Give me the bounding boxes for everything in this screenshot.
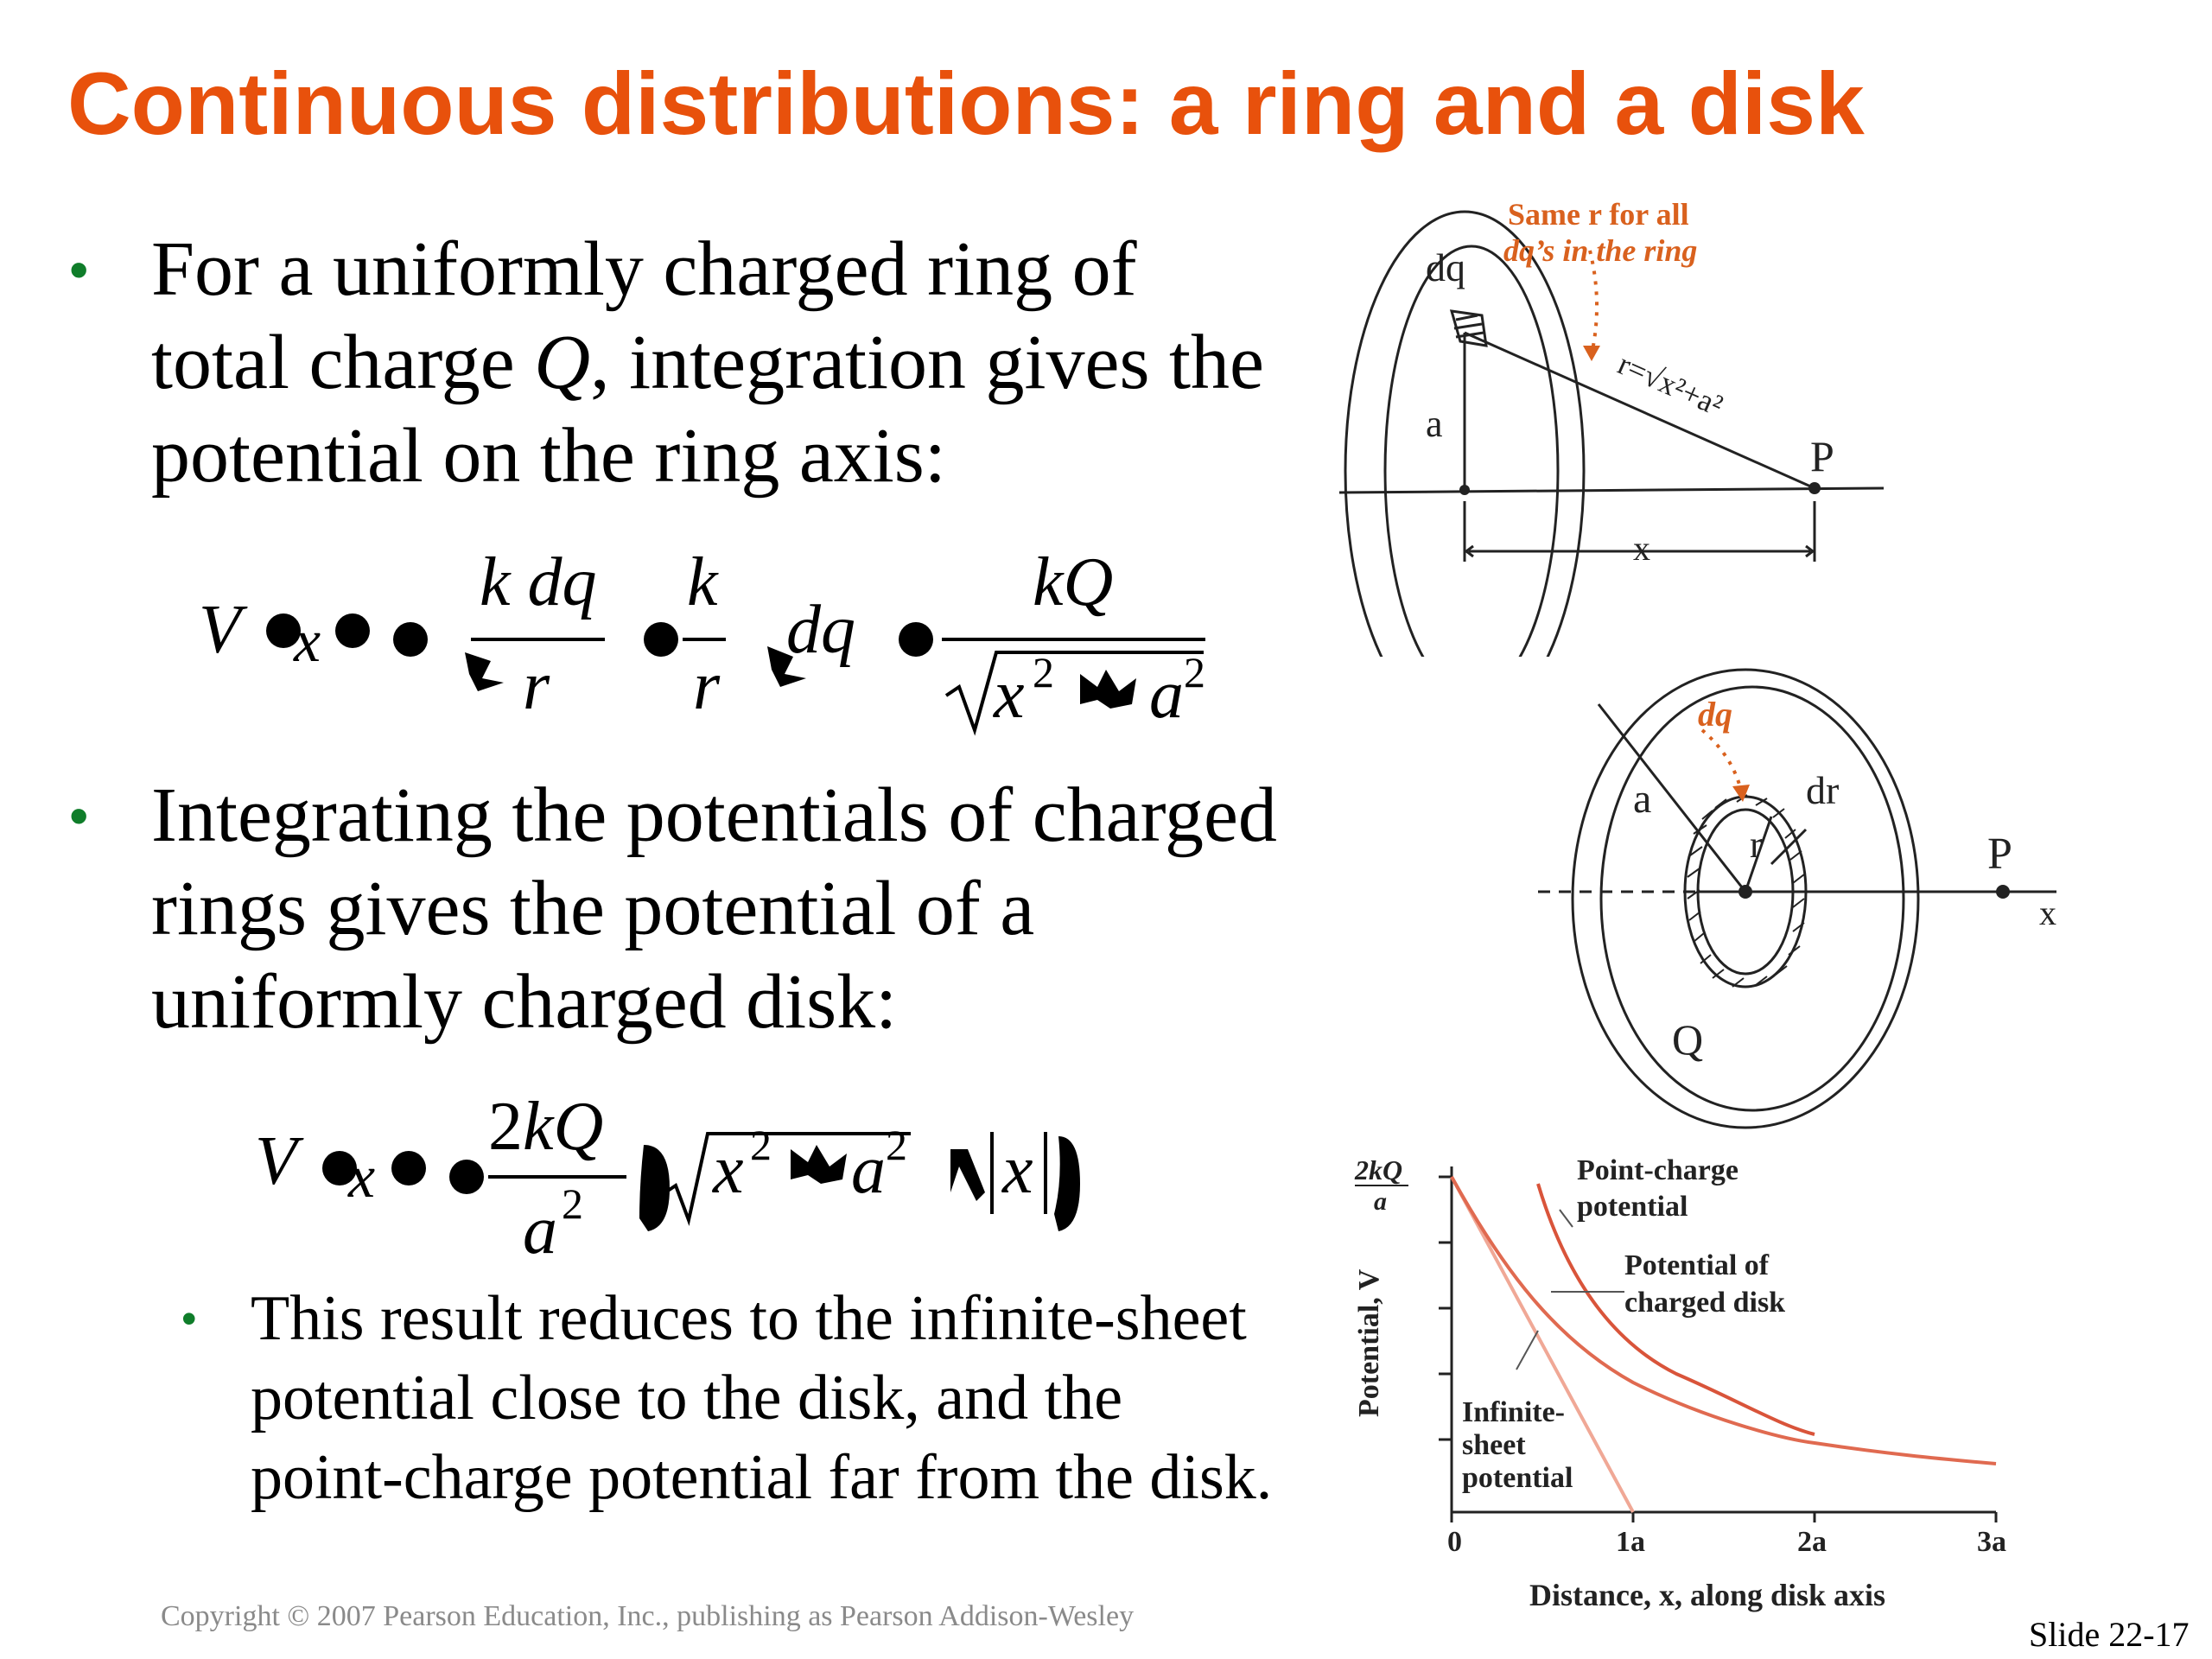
label-disk-1: Potential of <box>1624 1249 1770 1281</box>
disk-label-P: P <box>1987 830 2012 879</box>
svg-text:kQ: kQ <box>523 1097 603 1165</box>
graph-ymax-num: 2kQ <box>1354 1154 1402 1185</box>
ring-label-r: r=√x²+a² <box>1613 346 1728 423</box>
svg-text:x: x <box>1001 1132 1033 1208</box>
disk-label-a: a <box>1633 776 1651 822</box>
slide-number: Slide 22-17 <box>2029 1615 2190 1654</box>
bullet-disk-text: Integrating the potentials of charged ri… <box>151 772 1277 1045</box>
svg-text:x: x <box>993 657 1025 733</box>
label-point-charge-2: potential <box>1577 1191 1688 1223</box>
svg-text:V: V <box>199 592 248 668</box>
ring-annotation-line1: Same r for all <box>1508 197 1689 232</box>
bullet-dot: • <box>69 785 89 847</box>
potential-graph: 2kQ a Potential, V 0 1a 2a 3a Distance, … <box>1353 1154 2006 1612</box>
label-sheet-2: sheet <box>1462 1429 1526 1461</box>
disk-potential-equation: V x 2 kQ a 2 x 2 a 2 x <box>255 1097 1080 1268</box>
svg-text:dq: dq <box>786 592 855 668</box>
svg-text:2: 2 <box>1033 648 1054 696</box>
disk-diagram: dq a dr r P x Q <box>1538 668 2056 1129</box>
label-disk-2: charged disk <box>1624 1287 1785 1319</box>
bullet-ring: • For a uniformly charged ring of total … <box>69 223 1274 503</box>
ring-label-dq: dq <box>1426 245 1465 289</box>
ring-annotation-line2: dq’s in the ring <box>1503 233 1697 268</box>
svg-text:2: 2 <box>750 1121 772 1169</box>
graph-xtick-3: 3a <box>1977 1526 2006 1558</box>
svg-text:k dq: k dq <box>480 544 597 620</box>
label-sheet-1: Infinite- <box>1462 1396 1565 1428</box>
svg-text:x: x <box>293 608 321 675</box>
sub-bullet-limits: • This result reduces to the infinite-sh… <box>181 1279 1287 1517</box>
disk-label-x: x <box>2039 893 2056 932</box>
ring-label-P: P <box>1810 432 1834 480</box>
svg-text:V: V <box>255 1123 304 1199</box>
disk-label-r: r <box>1750 823 1763 866</box>
ring-label-a: a <box>1426 403 1443 445</box>
svg-text:k: k <box>687 544 719 620</box>
svg-text:r: r <box>693 648 721 724</box>
graph-xtick-0: 0 <box>1447 1526 1462 1558</box>
slide-title: Continuous distributions: a ring and a d… <box>67 54 1865 153</box>
svg-text:a: a <box>851 1132 886 1208</box>
graph-xtick-2: 2a <box>1797 1526 1827 1558</box>
ring-potential-equation: V x k dq r k r dq kQ x 2 a 2 <box>199 544 1205 736</box>
disk-label-dq: dq <box>1698 695 1732 734</box>
bullet-ring-text: For a uniformly charged ring of total ch… <box>151 226 1264 499</box>
svg-text:2: 2 <box>562 1179 583 1228</box>
label-sheet-3: potential <box>1462 1462 1573 1494</box>
ring-label-x: x <box>1633 529 1650 568</box>
svg-text:x: x <box>712 1132 744 1208</box>
svg-text:a: a <box>1149 657 1184 733</box>
svg-text:x: x <box>347 1144 375 1211</box>
svg-text:2: 2 <box>488 1097 523 1165</box>
bullet-dot: • <box>69 238 89 301</box>
svg-text:2: 2 <box>1184 648 1205 696</box>
ring-diagram: Same r for all dq’s in the ring dq a r=√… <box>1338 197 1885 657</box>
disk-label-dr: dr <box>1806 768 1839 812</box>
graph-xlabel: Distance, x, along disk axis <box>1529 1578 1885 1612</box>
graph-xtick-1: 1a <box>1616 1526 1645 1558</box>
graph-ylabel: Potential, V <box>1353 1268 1385 1417</box>
svg-text:r: r <box>523 648 550 724</box>
label-point-charge-1: Point-charge <box>1577 1154 1738 1186</box>
disk-label-Q: Q <box>1672 1015 1703 1064</box>
svg-text:2: 2 <box>886 1121 907 1169</box>
graph-ymax-den: a <box>1374 1187 1387 1216</box>
copyright-notice: Copyright © 2007 Pearson Education, Inc.… <box>161 1600 1135 1632</box>
sub-bullet-text: This result reduces to the infinite-shee… <box>251 1283 1273 1513</box>
bullet-disk: • Integrating the potentials of charged … <box>69 769 1300 1049</box>
bullet-dot: • <box>181 1294 197 1343</box>
svg-text:a: a <box>523 1192 557 1268</box>
svg-text:kQ: kQ <box>1033 544 1113 620</box>
